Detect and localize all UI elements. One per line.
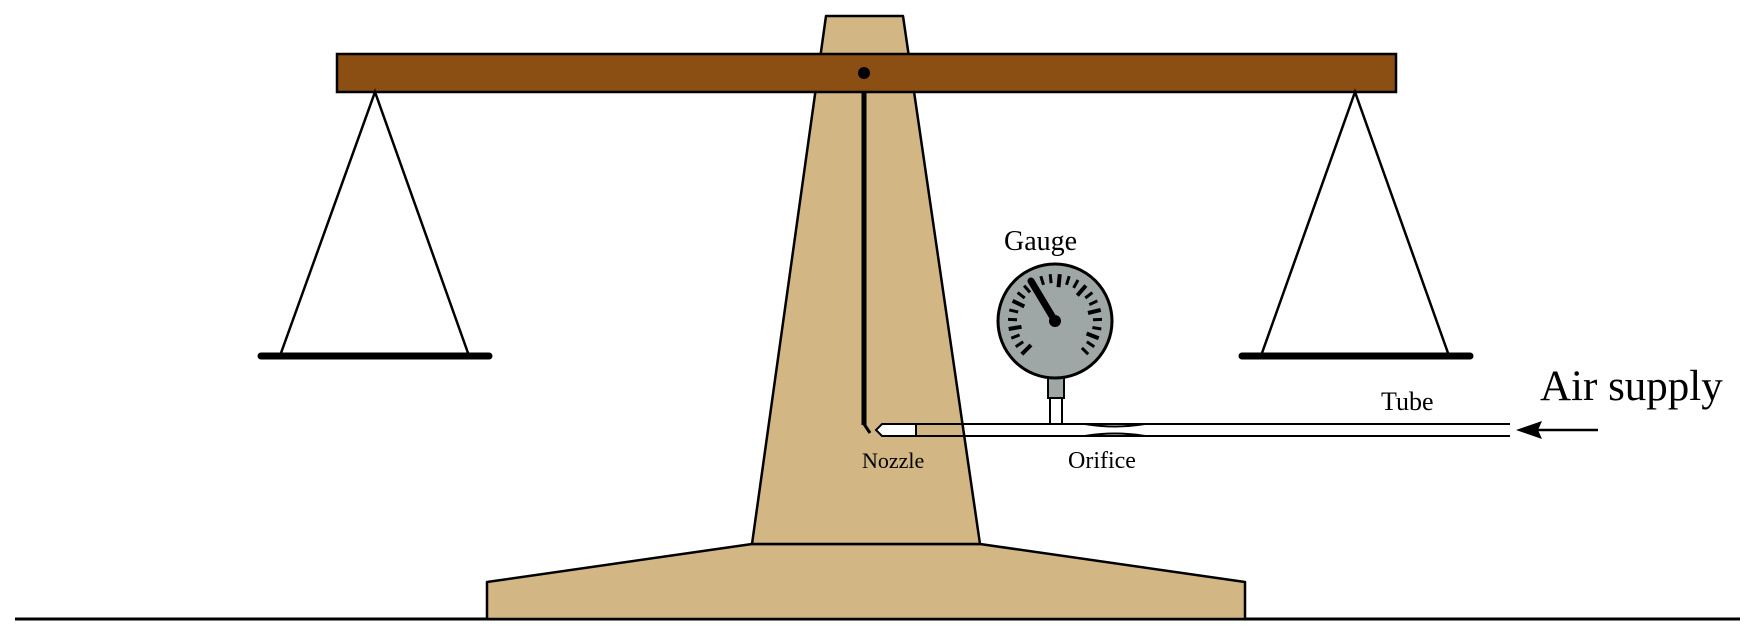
- right-pan: [1238, 88, 1474, 360]
- nozzle: [874, 423, 917, 437]
- gauge-tick: [1008, 308, 1019, 314]
- air-supply-label: Air supply: [1540, 363, 1723, 410]
- stand-base: [485, 542, 1247, 621]
- gauge-tick: [1008, 324, 1022, 331]
- gauge-tick: [1048, 274, 1053, 284]
- gauge-tick: [1039, 275, 1045, 286]
- gauge-tick: [1022, 284, 1032, 294]
- gauge-needle-hub: [1049, 315, 1061, 327]
- gauge-tick: [1080, 346, 1090, 356]
- gauge-tick: [1087, 307, 1102, 315]
- gauge-label: Gauge: [1004, 226, 1077, 257]
- tube-label: Tube: [1381, 387, 1434, 416]
- gauge-tick: [1014, 340, 1025, 349]
- gauge-tick: [1072, 279, 1080, 289]
- gauge-tick: [1092, 326, 1102, 331]
- gauge-tick: [1011, 298, 1026, 309]
- gauge-tick: [1085, 331, 1100, 341]
- pivot-point: [858, 67, 870, 79]
- pressure-gauge-icon: [996, 262, 1114, 380]
- gauge-needle: [1027, 277, 1059, 325]
- orifice-restriction: [1084, 423, 1146, 437]
- gauge-tick: [1088, 299, 1099, 307]
- arrow-left-icon: [1516, 421, 1598, 439]
- orifice-label: Orifice: [1068, 448, 1136, 474]
- gauge-tick: [1075, 284, 1088, 297]
- gauge-tick-marks: [1007, 274, 1103, 356]
- gauge-tick: [1085, 340, 1096, 349]
- gauge-tick: [1056, 274, 1062, 288]
- gauge-tick: [1016, 291, 1026, 300]
- nozzle-label: Nozzle: [862, 448, 924, 473]
- air-tube: [916, 423, 1510, 437]
- flapper-rod: [861, 92, 872, 434]
- left-pan: [257, 88, 493, 360]
- gauge-tick: [1010, 333, 1021, 340]
- gauge-tick: [1084, 291, 1094, 300]
- gauge-tick: [1020, 343, 1033, 356]
- gauge-tick: [1065, 275, 1071, 286]
